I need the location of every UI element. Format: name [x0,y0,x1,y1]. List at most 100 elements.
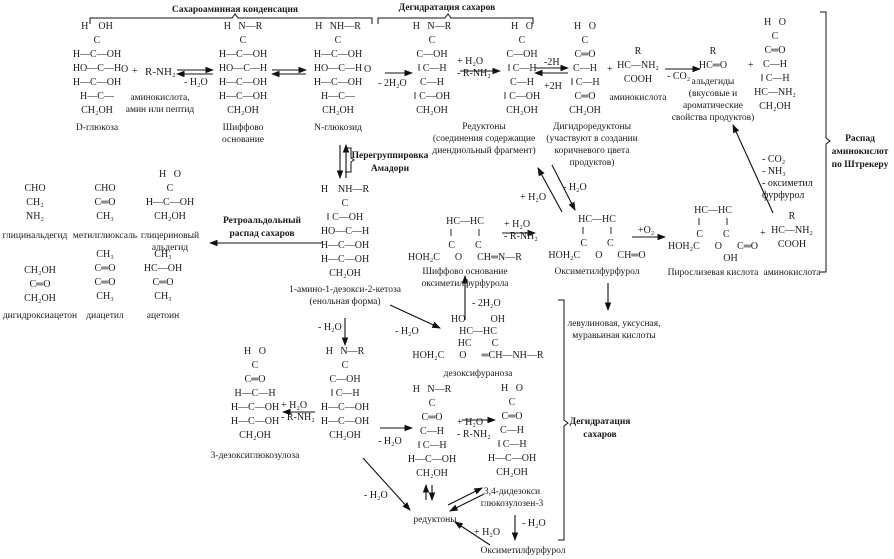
structure-line: CH₂ [26,197,44,208]
structure-line: CH₂OH [416,468,448,479]
structure-line: C—OH [506,49,538,60]
structure-line: CH₂OH [81,105,113,116]
structure-line: C═O [501,411,523,422]
structure-line: C [93,35,101,46]
structure-line: H—C—OH [487,453,537,464]
reaction-arrow [732,123,774,214]
structure-line: HOH₂C O ═CH—NH—R [412,350,544,361]
structure-line: C [581,35,589,46]
structure-line: R [634,46,642,57]
heading-strecker-degradation: Распад аминокислот по Штрекеру [831,134,889,170]
condition-c-strecker: - CO₂ - NH₃ - оксиметил фурфурол [762,154,813,201]
condition-c-red-hmf-plus: + H₂O [520,192,547,203]
amine-reagent-name: аминокислота, амин или пептид [125,93,195,115]
condition-c-enamine-reductones: - H₂O [364,490,388,501]
condition-c-n-enaminol: - 2H₂O [378,78,407,89]
structure-line: H—C—OH [320,402,370,413]
structure-line: COOH [623,74,653,85]
structure-line: ‖ C—OH [503,91,541,102]
plus-sign: + [760,228,766,239]
structure-line: H—C—OH [320,254,370,265]
structure-line: C [251,360,259,371]
structure-line: H O [511,21,533,32]
structure-line: ‖ ‖ [449,228,481,239]
structure-line: H O [764,17,786,28]
structure-line: H O [159,169,181,180]
structure-line: C—H [573,63,597,74]
structure-line: ‖ C—OH [326,212,364,223]
structure-line: CH₂OH [496,467,528,478]
structure-line: H—C—OH [320,240,370,251]
grouping-brace [89,13,373,24]
structure-line: C [508,397,516,408]
plus-sign: + [748,60,754,71]
acids-label: левулиновая, уксусная, муравьиная кислот… [567,319,661,341]
structure-line: ‖ C—H [417,63,447,74]
molecule-name: метилглиоксаль [72,231,138,241]
structure-line: H—C— [80,91,114,102]
structure-line: C═O [244,374,266,385]
structure-line: HC═O [698,60,728,71]
structure-line: C [341,198,349,209]
structure-line: HC—HC [459,326,497,337]
molecule-name: Шиффово основание оксиметилфурфурола [421,267,509,289]
structure-line: HC—NH₂ [754,87,796,98]
molecule-name: диацетил [86,311,124,321]
structure-line: ‖ C—OH [413,91,451,102]
structure-line: OH [688,253,738,264]
structure-line: CH₃ [154,249,172,260]
structure-line: C—OH [329,374,361,385]
structure-line: HO—C—H [72,63,122,74]
condition-c-dideoxy-hmf: - H₂O [522,518,546,529]
structure-line: CH₂OH [759,101,791,112]
structure-line: H—C—OH [407,454,457,465]
structure-line: H OH [81,21,113,32]
structure-line: C═O [421,412,443,423]
heading-sugar-dehydration-top: Дегидратация сахаров [398,3,496,13]
structure-line: C [166,183,174,194]
structure-line: ‖ C—H [570,77,600,88]
structure-line: ‖ C—H [417,440,447,451]
grouping-brace [377,13,534,24]
structure-line: ‖ ‖ [697,217,729,228]
structure-line: CH₂OH [329,430,361,441]
molecule-name: дезоксифураноза [443,369,513,379]
structure-line: C [428,398,436,409]
condition-c-redox: -2H +2H [544,57,562,92]
reductones-bottom-label: редуктоны [413,515,457,525]
condition-c-to-deoxyglucosulose: + H₂O - R-NH₂ [281,400,315,423]
ring-oxygen: O [121,64,129,75]
molecule-name: глицинальдегид [2,231,68,241]
structure-line: C [428,35,436,46]
condition-c-oxidation: +O₂ [638,225,655,236]
reaction-arrow [454,521,491,546]
structure-line: C [341,360,349,371]
molecule-name: 3-дезоксиглюкозулоза [210,451,300,461]
reaction-arrow [447,487,483,506]
condition-c-schiff-hmf: + H₂O - R-NH₂ [504,219,538,242]
condition-c-amadori-furanose: - H₂O [395,326,419,337]
structure-line: C═O [29,279,51,290]
heading-retroaldol: Ретроальдольный распад сахаров [222,216,302,239]
reaction-arrow [389,304,441,329]
molecule-name: Шиффово основание [222,123,264,145]
molecule-name: Редуктоны (соединения содержащие диендио… [432,122,536,156]
molecule-name: ацетоин [146,311,180,321]
structure-line: C═O [94,277,116,288]
structure-line: H—C—OH [72,77,122,88]
grouping-brace [820,11,831,273]
molecule-name: Дигидроредуктоны (участвуют в создании к… [546,122,638,168]
structure-line: C═O [764,45,786,56]
structure-line: C C [580,238,614,249]
structure-line: C═O [94,263,116,274]
